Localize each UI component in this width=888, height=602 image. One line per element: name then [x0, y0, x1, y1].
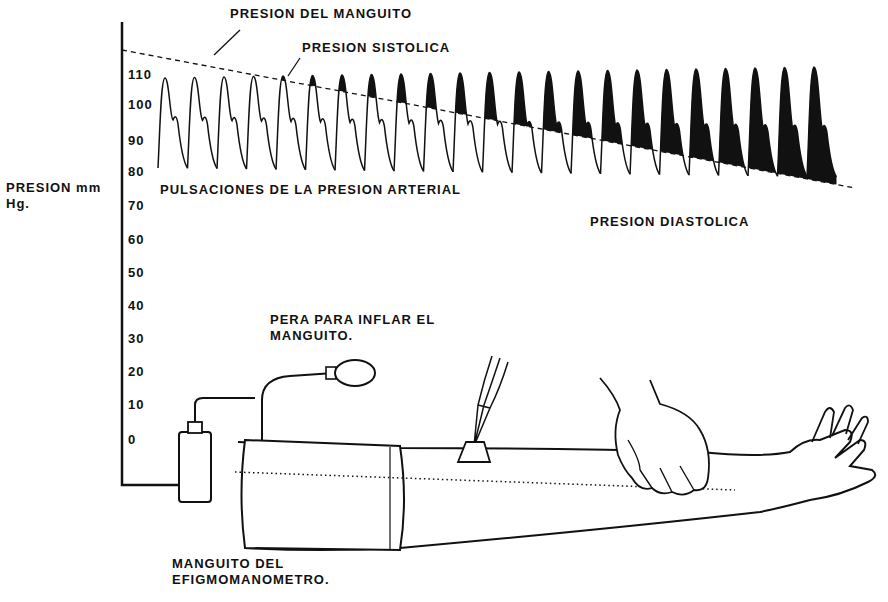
axis-title: PRESION mm Hg.	[6, 180, 102, 211]
pulse-shading	[807, 67, 837, 215]
pulse-wave	[601, 71, 631, 175]
pulse-wave	[247, 77, 277, 170]
axis-number: 80	[128, 164, 144, 180]
axis-number: 70	[128, 198, 144, 214]
pulse-shading	[748, 68, 778, 215]
pulse-shading	[542, 72, 572, 216]
pulse-wave	[748, 68, 778, 176]
pressure-axis	[122, 22, 180, 485]
axis-number: 10	[128, 397, 144, 413]
cuff	[242, 440, 405, 550]
pulse-wave	[276, 76, 306, 170]
pulse-wave	[778, 68, 808, 177]
pulse-shading	[630, 70, 660, 215]
pulse-shading	[660, 70, 690, 216]
pulse-wave	[394, 74, 424, 171]
cuff-edge	[389, 447, 390, 549]
pulse-shading	[483, 73, 513, 216]
stethoscope-bell	[458, 442, 490, 462]
arm-outline	[238, 430, 875, 550]
pulse-shading	[689, 69, 719, 215]
pulse-wave	[689, 69, 719, 175]
stethoscope-tubes	[474, 356, 508, 446]
pulse-wave	[158, 78, 188, 168]
axis-number: 20	[128, 364, 144, 380]
leader-line	[288, 58, 300, 76]
pulse-shading	[512, 72, 542, 215]
examiner-hand	[600, 378, 709, 495]
pulse-wave	[217, 77, 247, 169]
axis-number: 40	[128, 298, 144, 314]
tube	[195, 398, 255, 422]
leader-line	[214, 30, 240, 55]
finger-lines	[628, 440, 694, 492]
pulse-wave	[335, 75, 365, 170]
systolic-label: PRESION SISTOLICA	[300, 40, 452, 56]
axis-number: 100	[128, 97, 153, 113]
axis-number: 110	[128, 67, 152, 83]
bulb-tube	[262, 373, 334, 440]
pulse-wave	[188, 78, 218, 169]
axis-number: 50	[128, 265, 144, 281]
diastolic-label: PRESION DIASTOLICA	[588, 214, 751, 230]
fingers	[812, 405, 868, 444]
pulse-wave	[571, 71, 601, 174]
pulses-label: PULSACIONES DE LA PRESION ARTERIAL	[158, 182, 463, 198]
axis-number: 60	[128, 232, 144, 248]
pulse-wave	[512, 72, 542, 173]
pulse-wave	[483, 73, 513, 173]
axis-number: 90	[128, 133, 144, 149]
pulse-wave	[630, 70, 660, 174]
axis-number: 0	[128, 432, 136, 448]
inflation-bulb	[335, 360, 375, 386]
manometer-bottle	[179, 432, 211, 502]
pulse-shading	[571, 71, 601, 215]
pulse-shading	[719, 69, 749, 216]
pulse-shading	[601, 71, 631, 216]
cuff-label: MANGUITO DEL EFIGMOMANOMETRO.	[170, 556, 374, 587]
pulse-waves	[158, 67, 837, 215]
bottle-neck	[188, 422, 202, 433]
pulse-wave	[453, 73, 483, 172]
axis-number: 30	[128, 331, 144, 347]
cuff-pressure-label: PRESION DEL MANGUITO	[228, 6, 414, 22]
bulb-label: PERA PARA INFLAR EL MANGUITO.	[268, 312, 462, 343]
pulse-wave	[719, 69, 749, 176]
pulse-shading	[778, 68, 808, 216]
pulse-wave	[365, 75, 395, 171]
pulse-wave	[306, 76, 336, 171]
pulse-wave	[424, 74, 454, 172]
pulse-wave	[807, 67, 837, 177]
pulse-wave	[660, 70, 690, 175]
pulse-wave	[542, 72, 572, 174]
